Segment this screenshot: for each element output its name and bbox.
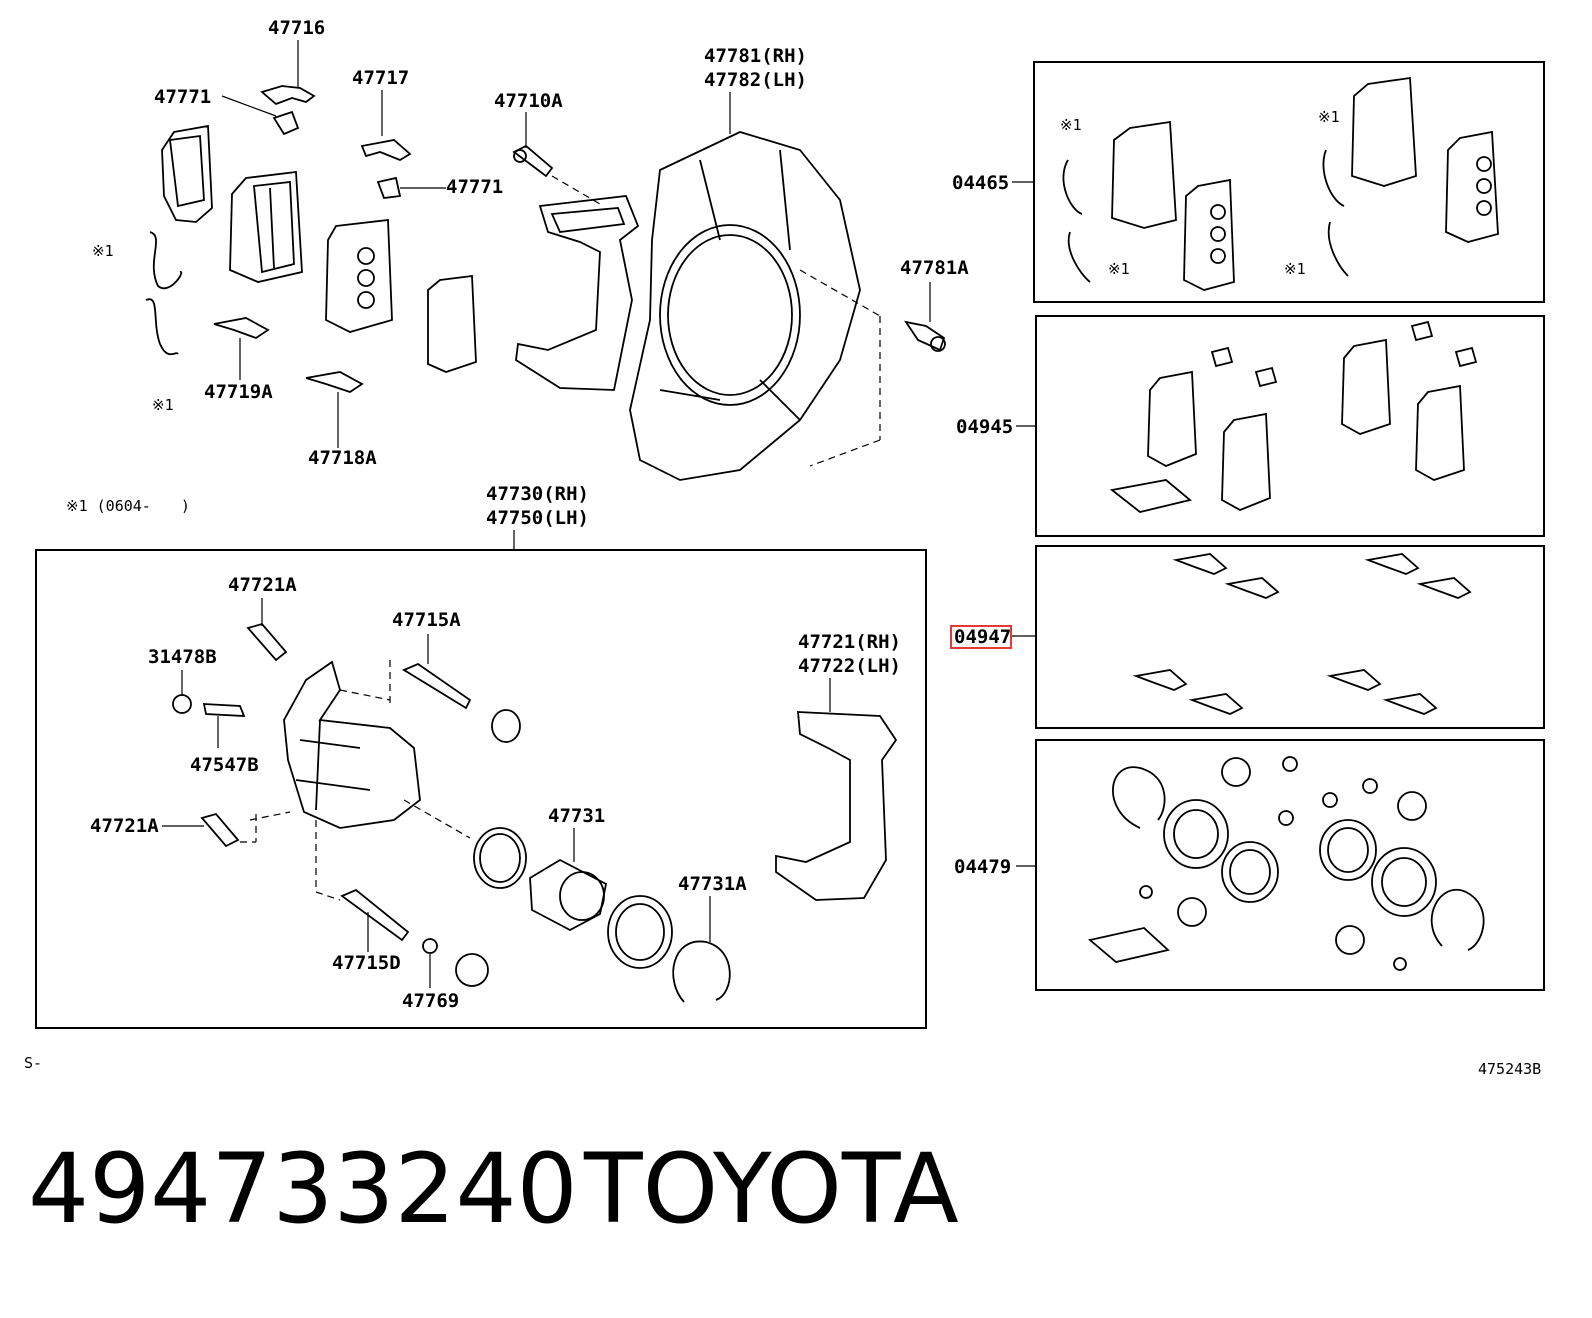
bolt-47710A — [512, 112, 601, 205]
label-47781-rh: 47781(RH) — [704, 45, 807, 67]
label-47771-b: 47771 — [446, 176, 503, 198]
label-31478B: 31478B — [148, 646, 217, 668]
label-47782-lh: 47782(LH) — [704, 69, 807, 91]
label-47710A: 47710A — [494, 90, 563, 112]
label-47716: 47716 — [268, 17, 325, 39]
footer-left: S- — [24, 1054, 42, 1072]
label-47715A: 47715A — [392, 609, 461, 631]
kit-mark-1-b: ※1 — [1108, 260, 1130, 278]
label-47722-lh: 47722(LH) — [798, 655, 901, 677]
mark-1-a: ※1 — [92, 242, 114, 260]
label-47781A: 47781A — [900, 257, 969, 279]
label-47718A: 47718A — [308, 447, 377, 469]
part-number-caption: 494733240 — [28, 1133, 578, 1245]
kit-mark-1-a: ※1 — [1060, 116, 1082, 134]
caliper-bracket-top — [515, 195, 640, 391]
dust-shield — [629, 92, 881, 481]
label-47719A: 47719A — [204, 381, 273, 403]
kit-04465 — [1012, 61, 1545, 303]
bolt-47781A — [904, 282, 946, 352]
kit-04479 — [1016, 739, 1545, 991]
label-47721A-a: 47721A — [228, 574, 297, 596]
brand-caption: TOYOTA — [583, 1133, 959, 1245]
label-47721-rh: 47721(RH) — [798, 631, 901, 653]
label-47750-lh: 47750(LH) — [486, 507, 589, 529]
kit-mark-1-c: ※1 — [1318, 108, 1340, 126]
label-47730-rh: 47730(RH) — [486, 483, 589, 505]
label-04945: 04945 — [956, 416, 1013, 438]
label-04465: 04465 — [952, 172, 1009, 194]
caliper-parts — [162, 598, 898, 1003]
note-1: ※1 (0604- ) — [66, 497, 190, 515]
label-47547B: 47547B — [190, 754, 259, 776]
label-47715D: 47715D — [332, 952, 401, 974]
label-47731: 47731 — [548, 805, 605, 827]
label-47771-a: 47771 — [154, 86, 211, 108]
caliper-assembly-frame — [35, 549, 927, 1029]
pad-clip-group — [145, 40, 477, 448]
kit-04947 — [1012, 545, 1545, 729]
label-47731A: 47731A — [678, 873, 747, 895]
footer-right: 475243B — [1478, 1060, 1541, 1078]
label-04947: 04947 — [954, 626, 1011, 648]
part-labels: 47716 47771 47717 47771 47710A 47781(RH)… — [24, 17, 1541, 1078]
highlight-04947 — [950, 625, 1012, 649]
label-47717: 47717 — [352, 67, 409, 89]
kit-04945 — [1016, 315, 1545, 537]
label-04479: 04479 — [954, 856, 1011, 878]
mark-1-b: ※1 — [152, 396, 174, 414]
label-47721A-b: 47721A — [90, 815, 159, 837]
label-47769: 47769 — [402, 990, 459, 1012]
kit-mark-1-d: ※1 — [1284, 260, 1306, 278]
